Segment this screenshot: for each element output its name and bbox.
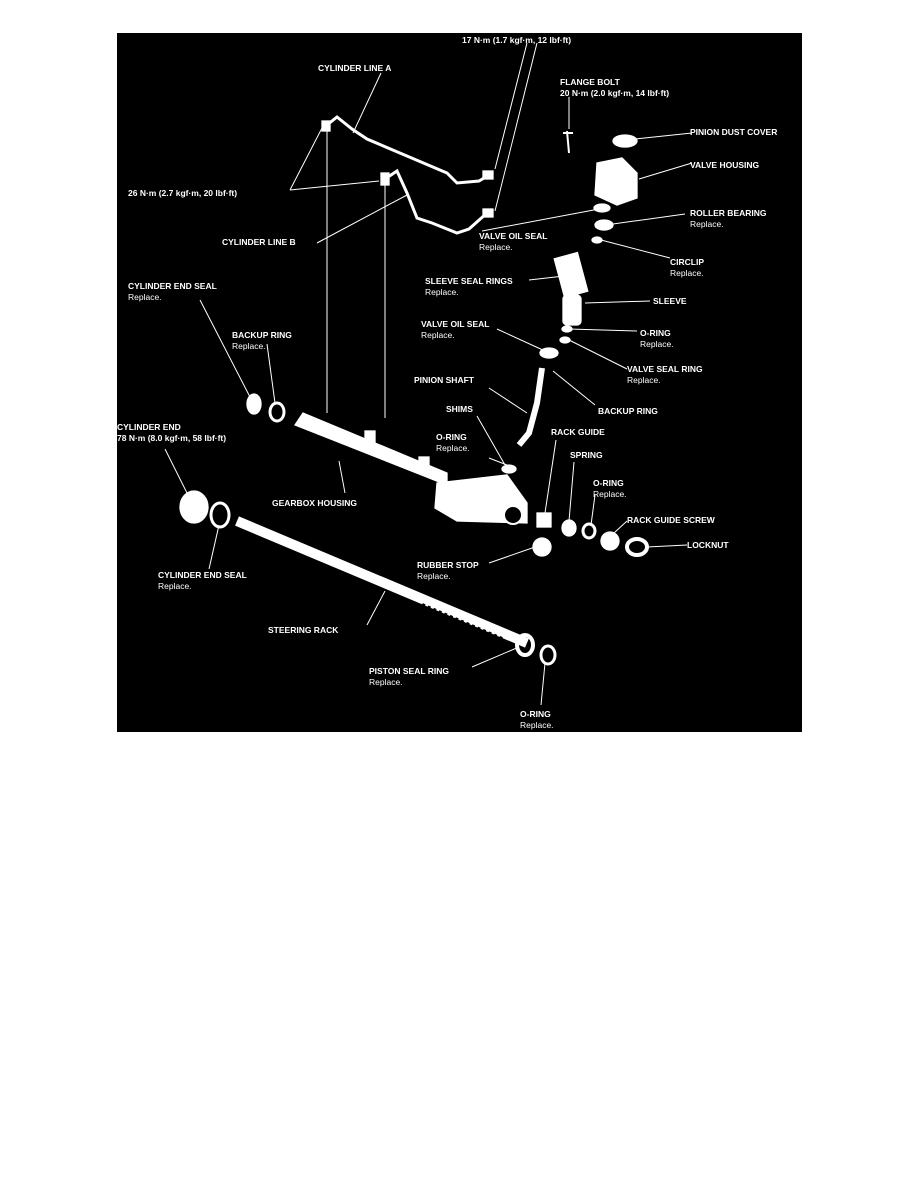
piston-seal-ring — [515, 633, 535, 657]
label-torque-17: 17 N·m (1.7 kgf·m, 12 lbf·ft) — [462, 35, 572, 45]
rubber-stop — [532, 537, 552, 557]
label-pinion-dust-cover: PINION DUST COVER — [690, 127, 778, 137]
fitting-b — [380, 172, 390, 186]
gearbox-housing — [294, 412, 448, 486]
label-rack-guide-screw: RACK GUIDE SCREW — [627, 515, 715, 525]
steering-rack — [235, 516, 529, 648]
pinion-dust-cover — [612, 134, 638, 148]
label-backup-ring-right: BACKUP RING — [598, 406, 658, 416]
locknut — [625, 537, 649, 557]
cylinder-line-a — [326, 115, 490, 185]
label-spring: SPRING — [570, 450, 603, 460]
spring — [561, 519, 577, 537]
label-gearbox-housing: GEARBOX HOUSING — [272, 498, 358, 508]
label-rack-guide: RACK GUIDE — [551, 427, 605, 437]
sleeve — [562, 294, 582, 326]
fitting-a — [321, 120, 331, 132]
cylinder-line-b — [384, 168, 488, 235]
o-ring-rack — [539, 644, 557, 666]
exploded-diagram: 17 N·m (1.7 kgf·m, 12 lbf·ft) CYLINDER L… — [117, 33, 802, 732]
label-valve-housing: VALVE HOUSING — [690, 160, 760, 170]
pinion-shaft — [516, 367, 545, 447]
valve-housing — [594, 157, 638, 206]
label-cylinder-line-b: CYLINDER LINE B — [222, 237, 296, 247]
backup-ring — [268, 401, 286, 423]
label-steering-rack: STEERING RACK — [268, 625, 339, 635]
roller-bearing — [594, 219, 614, 231]
cylinder-end-seal — [246, 393, 262, 415]
label-pinion-shaft: PINION SHAFT — [414, 375, 474, 385]
label-sleeve: SLEEVE — [653, 296, 687, 306]
diagram-linework — [164, 42, 693, 706]
cylinder-end — [179, 490, 209, 524]
rack-guide — [536, 512, 552, 528]
label-cylinder-line-a: CYLINDER LINE A — [318, 63, 392, 73]
circlip — [591, 236, 603, 244]
shims — [501, 464, 517, 474]
label-torque-26: 26 N·m (2.7 kgf·m, 20 lbf·ft) — [128, 188, 238, 198]
rack-guide-screw — [600, 531, 620, 551]
label-shims: SHIMS — [446, 404, 473, 414]
flange-bolt — [563, 130, 573, 154]
label-locknut: LOCKNUT — [687, 540, 729, 550]
